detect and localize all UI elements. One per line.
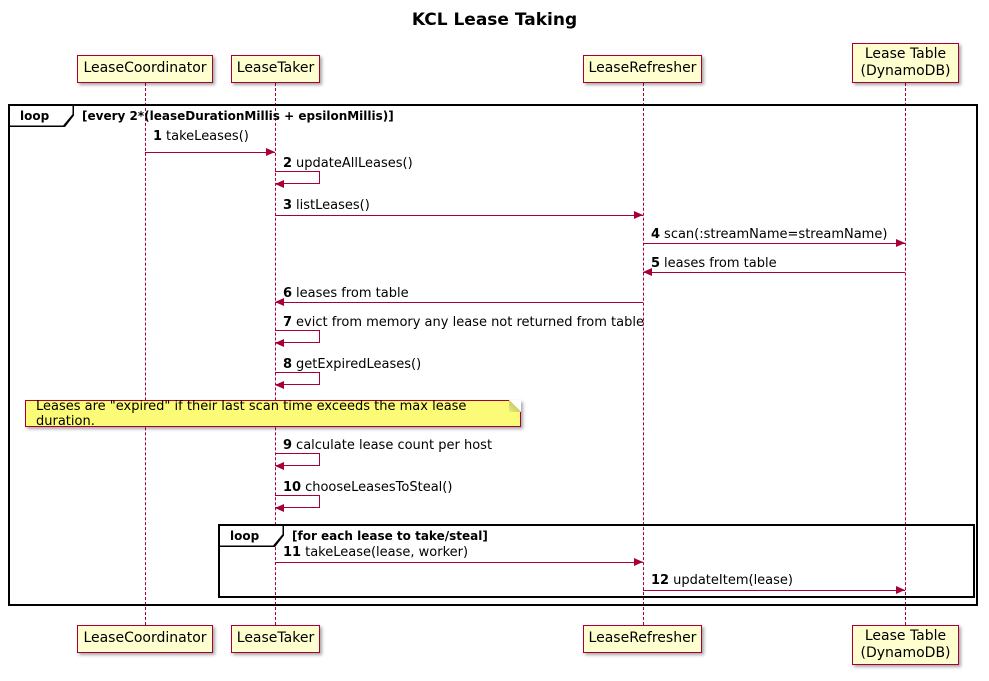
message-number: 5: [651, 256, 661, 271]
participant-bottom-leasetaker: LeaseTaker: [231, 625, 320, 653]
message-number: 8: [283, 357, 293, 372]
self-message-arc: [275, 330, 320, 343]
message-number: 7: [283, 315, 293, 330]
note: Leases are "expired" if their last scan …: [25, 398, 521, 429]
arrowhead-icon: [275, 381, 284, 389]
arrowhead-icon: [896, 239, 905, 247]
arrowhead-icon: [275, 504, 284, 512]
message-text: getExpiredLeases(): [296, 357, 422, 372]
lifeline-leasetaker: [275, 83, 276, 625]
outer-loop-label: loop: [10, 106, 73, 126]
message-arrow: [643, 272, 905, 273]
self-message-arc: [275, 372, 320, 385]
participant-top-leaserefresher: LeaseRefresher: [583, 55, 702, 83]
lifeline-leaserefresher: [643, 83, 644, 625]
message-number: 3: [283, 198, 293, 213]
inner-loop-condition: [for each lease to take/steal]: [292, 529, 488, 543]
arrowhead-icon: [643, 268, 652, 276]
message-text: listLeases(): [296, 198, 370, 213]
participant-top-leasetaker: LeaseTaker: [231, 55, 320, 83]
participant-top-leasetable: Lease Table (DynamoDB): [852, 43, 959, 83]
loop-tab-icon: loop: [220, 526, 284, 547]
lifeline-leasecoordinator: [145, 83, 146, 625]
message-number: 9: [283, 438, 293, 453]
message-number: 1: [153, 129, 163, 144]
self-message-arc: [275, 495, 320, 508]
arrowhead-icon: [275, 462, 284, 470]
message-text: calculate lease count per host: [296, 438, 493, 453]
note-text: Leases are "expired" if their last scan …: [36, 398, 467, 429]
message-text: leases from table: [664, 256, 777, 271]
message-text: evict from memory any lease not returned…: [296, 315, 644, 330]
lifeline-leasetable: [905, 83, 906, 625]
message-number: 4: [651, 227, 661, 242]
message-text: leases from table: [296, 286, 409, 301]
message-number: 12: [651, 573, 670, 588]
message-text: chooseLeasesToSteal(): [305, 480, 453, 495]
message-text: updateItem(lease): [673, 573, 793, 588]
arrowhead-icon: [275, 298, 284, 306]
participant-bottom-leasetable: Lease Table (DynamoDB): [852, 625, 959, 665]
participant-top-leasecoordinator: LeaseCoordinator: [77, 55, 213, 83]
message-arrow: [145, 152, 275, 153]
arrowhead-icon: [634, 558, 643, 566]
message-number: 2: [283, 156, 293, 171]
outer-loop-condition: [every 2*(leaseDurationMillis + epsilonM…: [82, 109, 394, 123]
message-arrow: [643, 243, 905, 244]
message-number: 11: [283, 545, 302, 560]
message-arrow: [275, 215, 643, 216]
message-text: takeLease(lease, worker): [305, 545, 469, 560]
diagram-title: KCL Lease Taking: [411, 10, 578, 30]
inner-loop-label: loop: [220, 526, 283, 546]
arrowhead-icon: [896, 586, 905, 594]
self-message-arc: [275, 171, 320, 184]
arrowhead-icon: [275, 339, 284, 347]
inner-loop-frame: loop [for each lease to take/steal]: [218, 524, 975, 598]
arrowhead-icon: [266, 148, 275, 156]
outer-loop-frame: loop [every 2*(leaseDurationMillis + eps…: [8, 104, 978, 606]
participant-bottom-leasecoordinator: LeaseCoordinator: [77, 625, 213, 653]
participant-bottom-leaserefresher: LeaseRefresher: [583, 625, 702, 653]
loop-tab-icon: loop: [10, 106, 74, 127]
message-text: scan(:streamName=streamName): [664, 227, 888, 242]
message-arrow: [275, 562, 643, 563]
message-arrow: [643, 590, 905, 591]
self-message-arc: [275, 453, 320, 466]
message-text: updateAllLeases(): [296, 156, 413, 171]
message-text: takeLeases(): [166, 129, 249, 144]
arrowhead-icon: [634, 211, 643, 219]
message-number: 6: [283, 286, 293, 301]
message-number: 10: [283, 480, 302, 495]
message-arrow: [275, 302, 643, 303]
arrowhead-icon: [275, 180, 284, 188]
